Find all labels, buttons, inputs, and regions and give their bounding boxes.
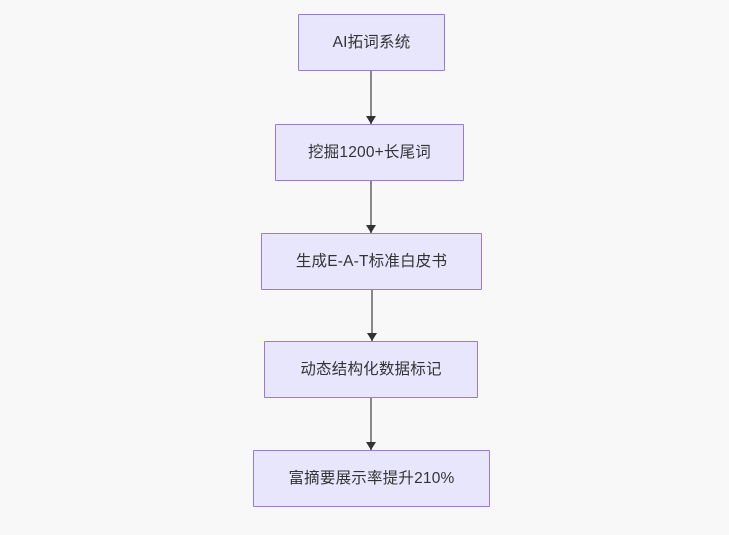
arrow-down-icon [366,225,376,233]
flowchart-node-label: AI拓词系统 [332,33,411,51]
arrow-down-icon [366,116,376,124]
arrow-down-icon [366,442,376,450]
edge-line [370,181,372,233]
flowchart-node-label: 富摘要展示率提升210% [288,469,455,487]
flowchart-node-label: 动态结构化数据标记 [300,360,442,378]
flowchart-node-rich-snippet-impression-lift[interactable]: 富摘要展示率提升210% [253,450,490,507]
edge-line [370,71,372,124]
flowchart-node-label: 生成E-A-T标准白皮书 [295,252,448,270]
flowchart-node-generate-eat-whitepaper[interactable]: 生成E-A-T标准白皮书 [261,233,482,290]
flowchart-node-dynamic-structured-data-markup[interactable]: 动态结构化数据标记 [264,341,478,398]
flowchart-node-mine-longtail-keywords[interactable]: 挖掘1200+长尾词 [275,124,464,181]
arrow-down-icon [367,333,377,341]
flowchart-node-ai-keyword-system[interactable]: AI拓词系统 [298,14,445,71]
edge-line [371,290,373,341]
edge-line [370,398,372,450]
flowchart-node-label: 挖掘1200+长尾词 [307,143,432,161]
